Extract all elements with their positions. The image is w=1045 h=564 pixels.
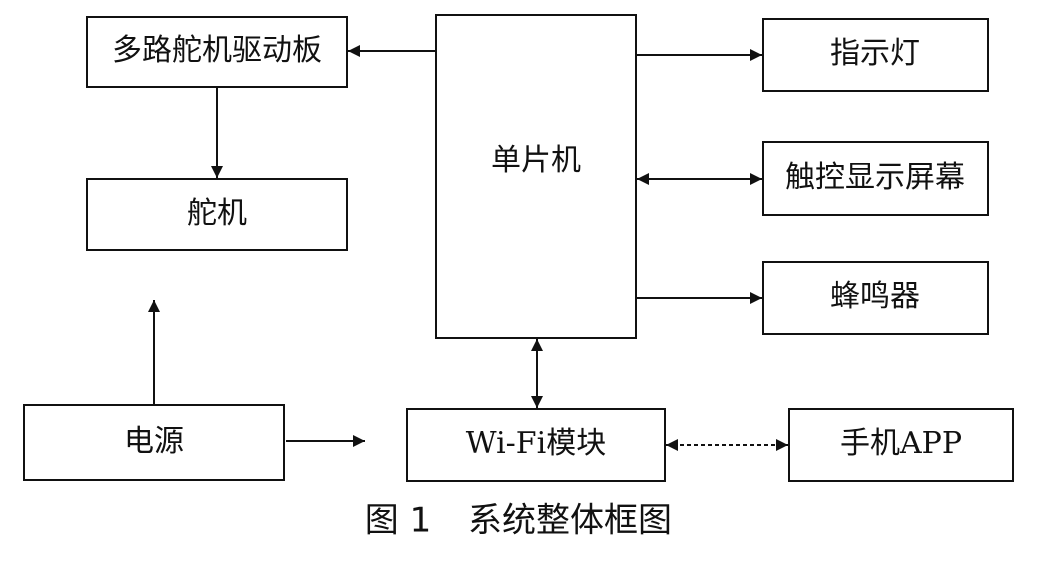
node-indicator: 指示灯 (762, 18, 989, 92)
node-phone-app-label: 手机APP (840, 426, 962, 461)
node-buzzer: 蜂鸣器 (762, 261, 989, 335)
node-buzzer-label: 蜂鸣器 (830, 279, 920, 314)
node-servo-label: 舵机 (187, 196, 247, 231)
node-driver-board: 多路舵机驱动板 (86, 16, 348, 88)
figure-title: 系统整体框图 (468, 501, 672, 541)
node-mcu: 单片机 (435, 14, 637, 339)
node-power-label: 电源 (124, 424, 184, 459)
node-power: 电源 (23, 404, 285, 481)
node-driver-board-label: 多路舵机驱动板 (112, 33, 322, 68)
node-touch-screen-label: 触控显示屏幕 (785, 160, 965, 195)
node-wifi-label: Wi-Fi模块 (466, 426, 606, 461)
figure-number: 图 1 (365, 501, 431, 541)
node-servo: 舵机 (86, 178, 348, 251)
node-phone-app: 手机APP (788, 408, 1014, 482)
node-indicator-label: 指示灯 (830, 36, 920, 71)
node-mcu-label: 单片机 (491, 143, 581, 178)
node-wifi: Wi-Fi模块 (406, 408, 666, 482)
node-touch-screen: 触控显示屏幕 (762, 141, 989, 216)
